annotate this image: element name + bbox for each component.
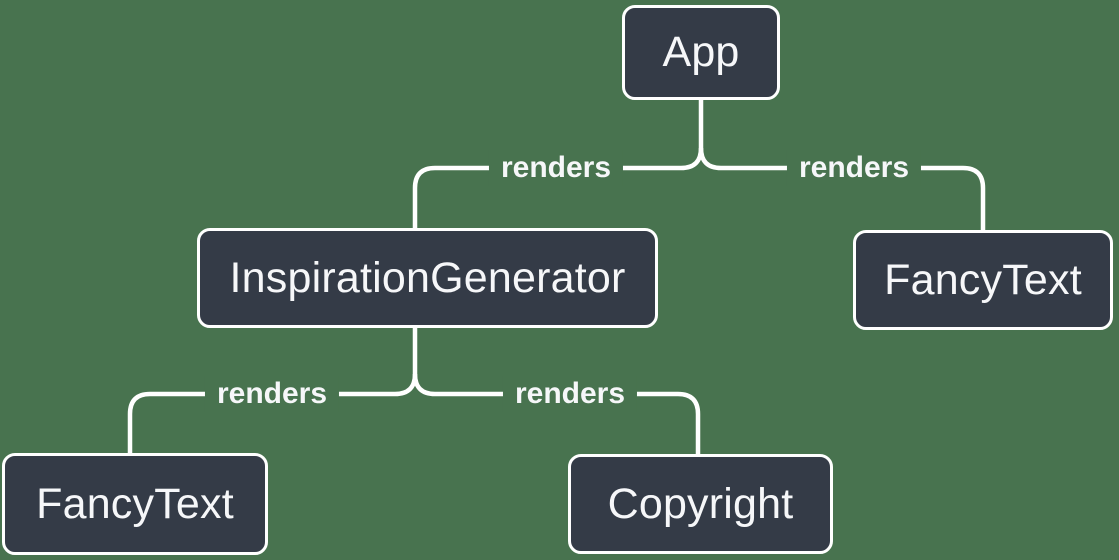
node-fancytext-bottom: FancyText [2, 453, 268, 555]
node-app: App [622, 5, 780, 100]
node-inspiration-generator: InspirationGenerator [197, 228, 658, 328]
edge-label-inspirationgenerator-copyright: renders [502, 376, 638, 412]
node-fancytext-top: FancyText [853, 230, 1113, 330]
node-copyright: Copyright [568, 454, 833, 554]
edge-label-inspirationgenerator-fancytext: renders [204, 376, 340, 412]
edge-label-app-fancytext: renders [786, 150, 922, 186]
edge-app-to-fancytext [698, 147, 986, 236]
node-label: Copyright [607, 479, 794, 528]
node-label: App [662, 28, 740, 76]
node-label: InspirationGenerator [229, 253, 626, 302]
node-label: FancyText [884, 255, 1082, 304]
node-label: FancyText [36, 479, 234, 528]
edge-inspirationgenerator-to-copyright [412, 373, 701, 460]
edge-label-app-inspirationgenerator: renders [488, 150, 624, 186]
